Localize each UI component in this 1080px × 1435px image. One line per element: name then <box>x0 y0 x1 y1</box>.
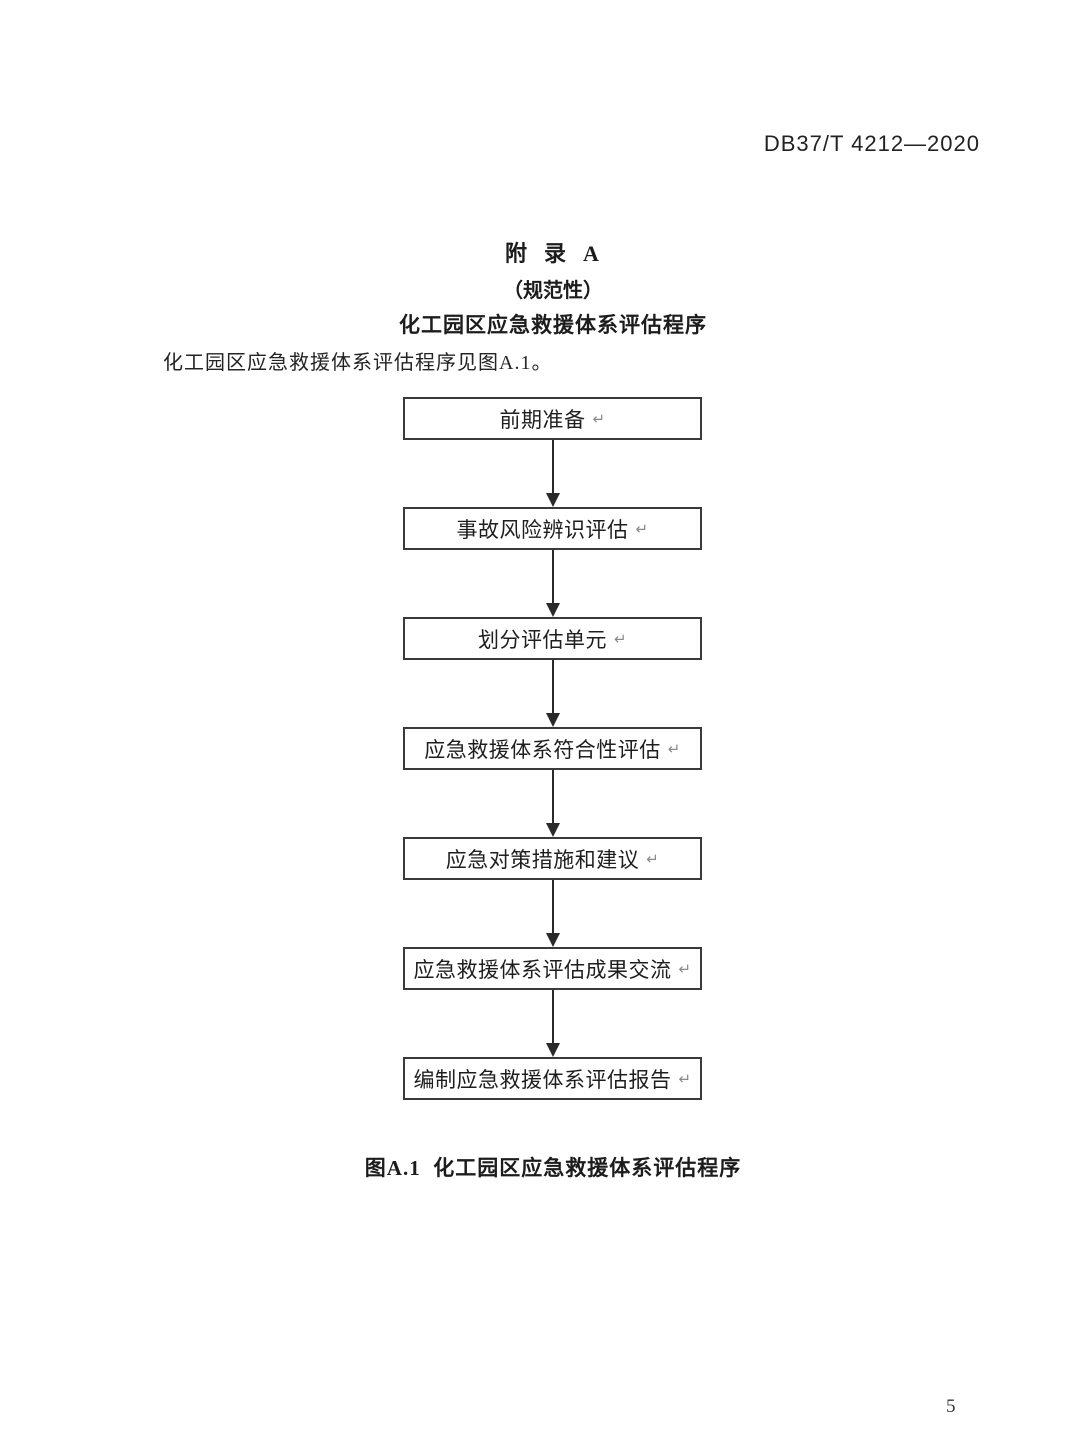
flow-step-6: 应急救援体系评估成果交流 ↵ <box>403 947 702 990</box>
paragraph-return-icon: ↵ <box>678 1069 692 1088</box>
flowchart: 前期准备 ↵ 事故风险辨识评估 ↵ 划分评估单元 ↵ 应急救援体系符合性评估 ↵ <box>403 397 702 1100</box>
intro-paragraph: 化工园区应急救援体系评估程序见图A.1。 <box>163 352 553 374</box>
flow-step-4-label: 应急救援体系符合性评估 <box>424 737 661 762</box>
arrow-head-icon <box>545 1043 560 1057</box>
arrow-head-icon <box>545 713 560 727</box>
flow-step-4: 应急救援体系符合性评估 ↵ <box>403 727 702 770</box>
appendix-title-block: 附 录 A （规范性） 化工园区应急救援体系评估程序 <box>13 236 1080 339</box>
flow-step-5: 应急对策措施和建议 ↵ <box>403 837 702 880</box>
paragraph-return-icon: ↵ <box>667 739 681 758</box>
arrow-head-icon <box>545 603 560 617</box>
flow-step-3-label: 划分评估单元 <box>477 627 607 652</box>
flow-step-2-label: 事故风险辨识评估 <box>456 517 629 542</box>
flow-step-7: 编制应急救援体系评估报告 ↵ <box>403 1057 702 1100</box>
arrow-head-icon <box>545 823 560 837</box>
flow-step-1-label: 前期准备 <box>499 407 586 432</box>
paragraph-return-icon: ↵ <box>646 849 660 868</box>
arrow-shaft <box>551 880 554 934</box>
flow-arrow-1 <box>403 440 702 507</box>
figure-caption: 图A.1 化工园区应急救援体系评估程序 <box>364 1156 742 1180</box>
flow-arrow-4 <box>403 770 702 837</box>
standard-code-header: DB37/T 4212—2020 <box>763 131 980 156</box>
arrow-shaft <box>551 990 554 1044</box>
arrow-head-icon <box>545 493 560 507</box>
flow-step-7-label: 编制应急救援体系评估报告 <box>413 1067 672 1092</box>
flow-step-5-label: 应急对策措施和建议 <box>445 847 640 872</box>
flow-step-1: 前期准备 ↵ <box>403 397 702 440</box>
paragraph-return-icon: ↵ <box>613 629 628 648</box>
flow-step-2: 事故风险辨识评估 ↵ <box>403 507 702 550</box>
appendix-subject-title: 化工园区应急救援体系评估程序 <box>399 313 707 337</box>
arrow-shaft <box>551 440 554 494</box>
flow-arrow-5 <box>403 880 702 947</box>
flow-arrow-3 <box>403 660 702 727</box>
arrow-shaft <box>551 770 554 824</box>
arrow-head-icon <box>545 933 560 947</box>
paragraph-return-icon: ↵ <box>592 409 606 428</box>
arrow-shaft <box>551 550 554 604</box>
flow-arrow-6 <box>403 990 702 1057</box>
appendix-normative-label: （规范性） <box>503 280 603 302</box>
flow-step-3: 划分评估单元 ↵ <box>403 617 702 660</box>
paragraph-return-icon: ↵ <box>678 959 692 978</box>
appendix-title: 附 录 A <box>505 241 601 266</box>
flow-step-6-label: 应急救援体系评估成果交流 <box>413 957 672 982</box>
page-number: 5 <box>946 1396 956 1417</box>
paragraph-return-icon: ↵ <box>635 519 649 538</box>
arrow-shaft <box>551 660 554 714</box>
flow-arrow-2 <box>403 550 702 617</box>
